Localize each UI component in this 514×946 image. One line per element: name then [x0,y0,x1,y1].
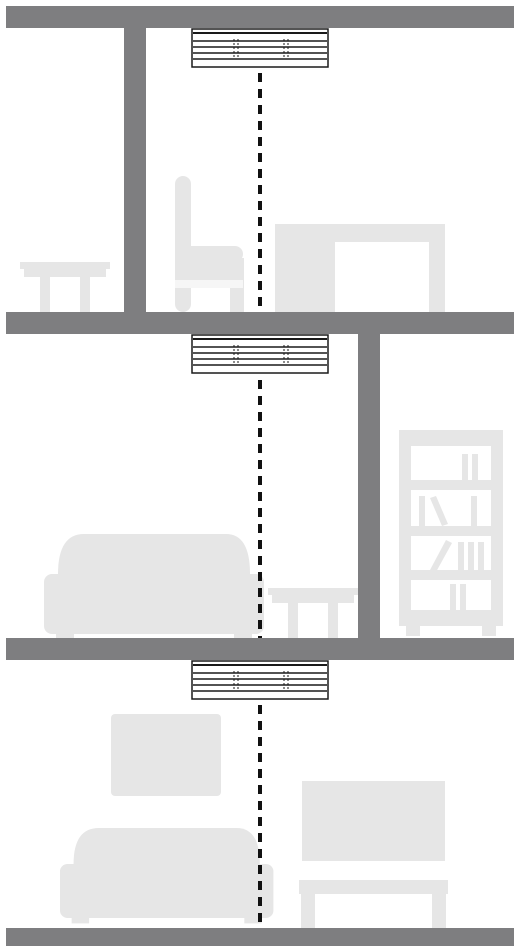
tv-stand-icon [299,880,448,928]
middle-floor [44,334,503,640]
bookshelf-icon [399,430,503,636]
desk-icon [275,224,445,312]
smoke-detector-icon [191,334,329,374]
side-table-icon [268,588,358,639]
side-table-icon [20,262,110,313]
interior-wall [358,334,380,640]
roof-slab [6,6,514,28]
floor-slab [6,638,514,660]
top-floor [6,6,514,314]
sofa-icon [60,828,274,924]
smoke-detector-icon [191,28,329,68]
tv-icon [302,781,445,861]
foundation-slab [6,928,514,946]
sofa-icon [44,534,264,640]
interior-wall [124,28,146,314]
chair-icon [175,176,244,312]
picture-frame-icon [111,714,221,796]
smoke-detector-icon [191,660,329,700]
floor-slab [6,312,514,334]
ground-floor [60,660,448,928]
